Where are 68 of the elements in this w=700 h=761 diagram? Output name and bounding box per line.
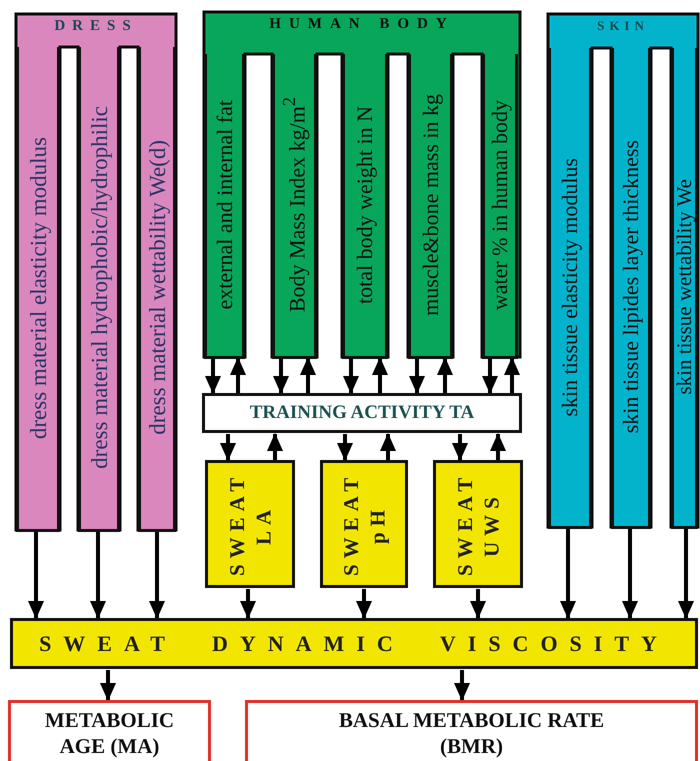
viscosity-label: SWEAT DYNAMIC VISCOSITY [39,630,669,656]
arrow [470,589,486,619]
parameter-column [204,54,245,358]
arrow [28,531,44,619]
arrow [337,434,353,461]
group-panel [204,12,520,357]
arrow [560,528,576,619]
arrow [240,589,256,619]
parameter-column [671,48,698,528]
result-box [8,700,211,761]
group-title: SKIN [596,18,650,34]
parameter-label: dress material wettability We(d) [146,140,168,436]
parameter-label: external and internal fat [214,100,236,310]
sweat-box [433,460,523,588]
parameter-label: skin tissue elasticity modulus [559,158,581,416]
result-box [245,700,698,761]
parameter-label: dress material elasticity modulus [26,136,50,439]
arrow [273,358,289,394]
parameter-label: skin tissue lipides layer thickness [620,140,642,434]
arrow [454,670,470,701]
group-title: DRESS [53,18,139,35]
parameter-column [78,47,120,532]
arrow [678,528,694,619]
sweat-label: SWEAT UWS [452,470,504,578]
sweat-box [320,460,408,588]
parameter-column [272,54,317,358]
arrow [409,358,425,394]
parameter-column [16,47,60,532]
group-panel [548,14,698,527]
group-panel [16,14,176,530]
activity-label: TRAINING ACTIVITY TA [250,402,474,424]
result-label: BASAL METABOLIC RATE (BMR) [338,707,606,760]
parameter-column [138,47,176,532]
arrow [452,434,468,461]
arrow [300,357,316,393]
arrow [504,357,520,393]
arrow [343,358,359,394]
arrow [380,433,396,460]
arrow [205,358,221,394]
arrow [356,589,372,619]
arrow [149,531,165,619]
arrow [100,670,116,701]
parameter-label: dress material hydrophobic/hydrophilic [88,106,110,470]
result-label: METABOLIC AGE (MA) [44,707,176,760]
arrow [437,357,453,393]
arrow [490,433,506,460]
arrow [220,434,236,461]
parameter-column [482,54,518,358]
parameter-column [408,54,453,358]
sweat-label: SWEAT pH [338,470,390,578]
sweat-label: SWEAT LA [224,470,276,578]
parameter-column [611,48,651,528]
activity-box [202,393,522,433]
arrow [622,528,638,619]
arrow [267,433,283,460]
arrow [372,357,388,393]
parameter-label: water % in human body [489,100,511,310]
parameter-label: muscle&bone mass in kg [420,94,442,316]
viscosity-box [10,618,698,669]
parameter-column [342,54,388,358]
arrow [90,531,106,619]
parameter-column [548,48,592,528]
sweat-box [205,460,295,588]
group-title: HUMAN BODY [268,16,456,33]
parameter-label: skin tissue wettability We [674,179,695,394]
arrow [230,357,246,393]
arrow [482,358,498,394]
parameter-label: total body weight in N [354,106,376,304]
